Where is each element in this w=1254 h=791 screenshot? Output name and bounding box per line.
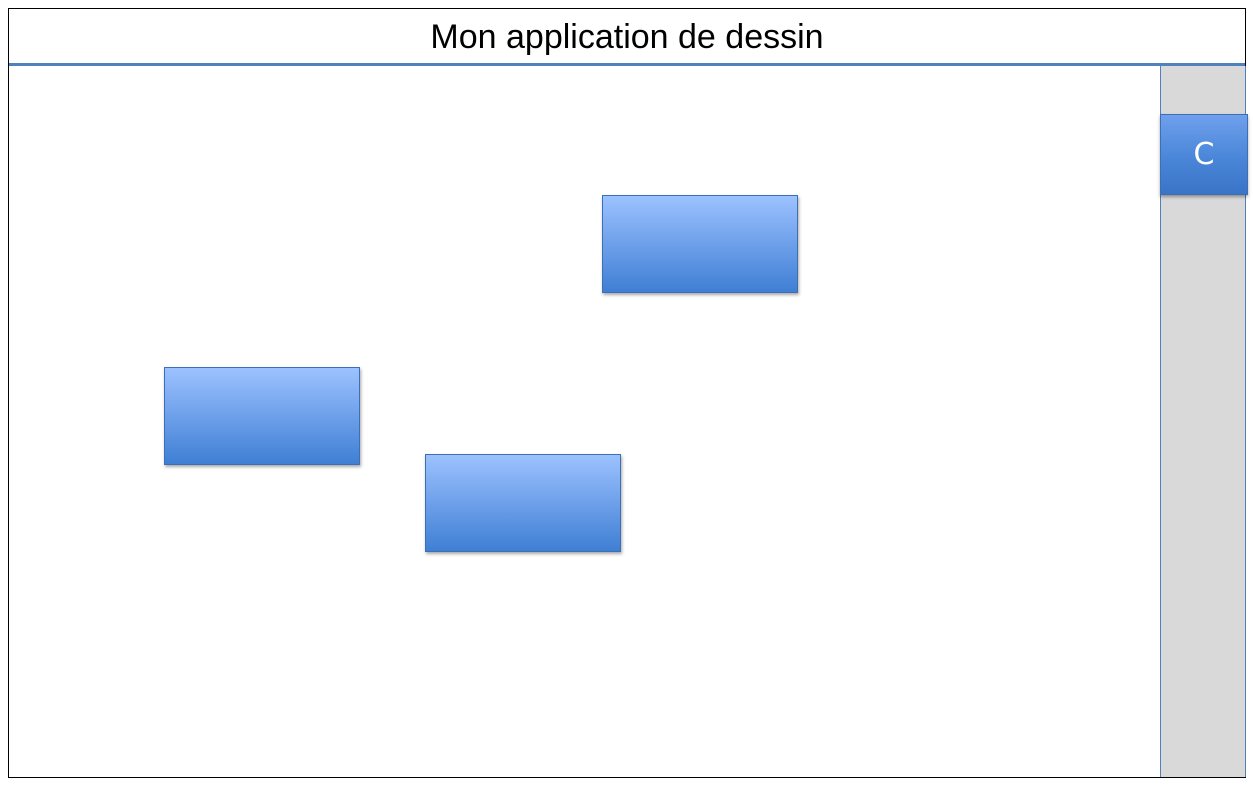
drawing-canvas[interactable]: [9, 66, 1160, 777]
title-bar: Mon application de dessin: [9, 9, 1245, 66]
tool-button-label: C: [1193, 137, 1215, 172]
tool-sidebar: C: [1160, 66, 1248, 777]
canvas-rectangle[interactable]: [425, 454, 621, 552]
window-title: Mon application de dessin: [430, 17, 824, 56]
app-window: Mon application de dessin C: [8, 8, 1248, 778]
canvas-rectangle[interactable]: [164, 367, 360, 465]
tool-button-c[interactable]: C: [1160, 114, 1248, 195]
canvas-rectangle[interactable]: [602, 195, 798, 293]
